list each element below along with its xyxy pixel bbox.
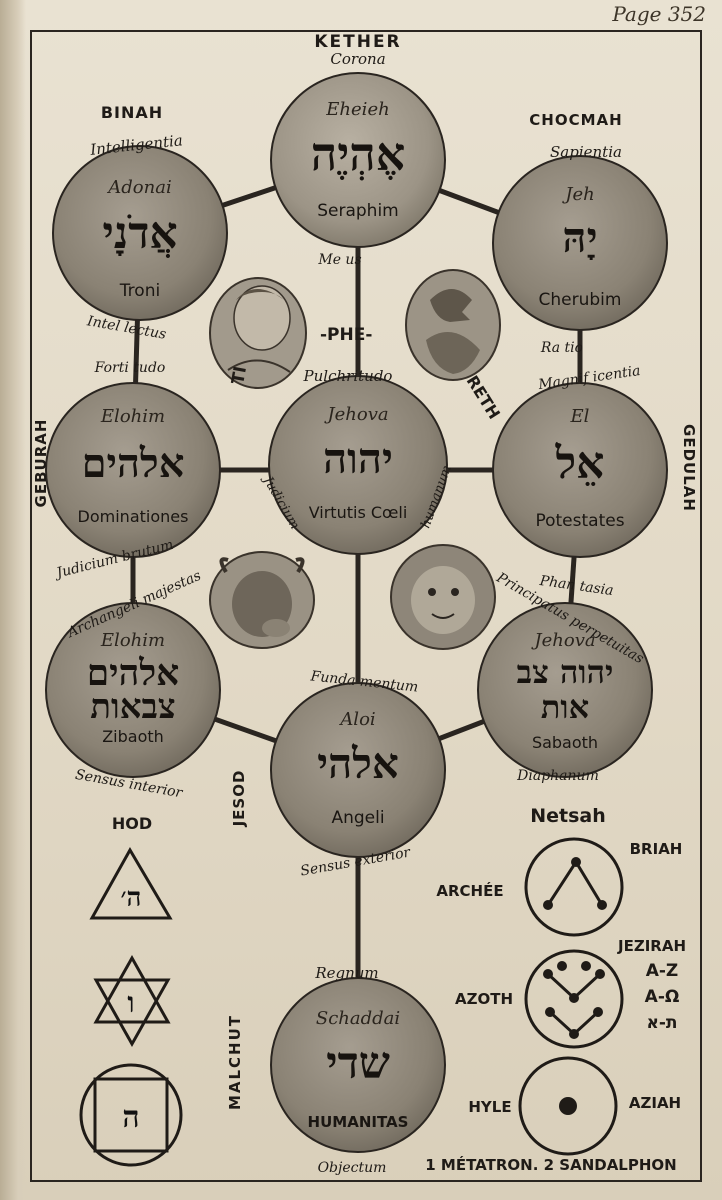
label-malchut-below: Objectum [318, 1160, 387, 1176]
label-ged-net-a: Phan tasia [538, 573, 615, 599]
tiphereth-title-3: RETH [463, 372, 504, 422]
geburah-divine-name: Elohim [100, 406, 165, 427]
sephira-hod: Elohim אלהים צבאות Zibaoth [45, 602, 221, 778]
sephira-jesod: Aloi אלהי Angeli [270, 682, 446, 858]
hyle-label: HYLE [468, 1098, 511, 1116]
tiphereth-divine-name: Jehova [323, 404, 388, 425]
geburah-title: GEBURAH [32, 419, 50, 508]
chocmah-hebrew: יָהּ [562, 213, 597, 262]
sephira-gedulah: El אֵל Potestates [492, 382, 668, 558]
alpha-z-label: A-Z [646, 961, 679, 981]
binah-title: BINAH [101, 103, 163, 122]
gedulah-divine-name: El [570, 406, 590, 427]
netsah-hebrew-line-2: אות [541, 688, 589, 726]
tiphereth-title-1: TI [228, 365, 251, 386]
tiphereth-latin: Pulchritudo [303, 367, 393, 385]
hexagram-symbol: ו [93, 954, 171, 1048]
geburah-hebrew: אלהים [82, 440, 185, 487]
malchut-divine-name: Schaddai [316, 1008, 400, 1029]
malchut-choir: HUMANITAS [308, 1113, 409, 1131]
gedulah-title: GEDULAH [680, 424, 698, 512]
tiphereth-hebrew: יהוה [323, 434, 393, 483]
jesod-hebrew: אלהי [317, 739, 399, 788]
binding-shadow [0, 0, 26, 1200]
alpha-omega-label: A-Ω [645, 987, 680, 1007]
label-binah-geburah-b: Forti tudo [94, 360, 166, 376]
hod-hebrew-line-2: צבאות [90, 687, 175, 727]
jezirah-symbol [524, 949, 624, 1049]
malchut-title: MALCHUT [226, 1014, 244, 1110]
netsah-title: Netsah [530, 805, 606, 827]
aziah-label: AZIAH [629, 1094, 681, 1112]
footer-legend: 1 MÉTATRON. 2 SANDALPHON [425, 1155, 676, 1174]
hod-divine-name: Elohim [100, 630, 165, 651]
triangle-letter: ה׳ [121, 883, 142, 913]
sephira-chocmah: Jeh יָהּ Cherubim [492, 155, 668, 331]
hod-choir: Zibaoth [102, 727, 164, 746]
geburah-choir: Dominationes [78, 507, 189, 526]
kether-choir: Seraphim [317, 201, 399, 221]
kether-title: KETHER [314, 32, 401, 52]
label-chocmah-gedulah-a: Ra tio [540, 340, 583, 356]
sephira-malchut: Schaddai שדי HUMANITAS [270, 977, 446, 1153]
eagle-medallion [405, 269, 501, 381]
tiphereth-title-2: -PHE- [320, 325, 372, 345]
chocmah-latin: Sapientia [550, 143, 622, 161]
binah-hebrew: אֲדֹנָי [102, 208, 177, 259]
sephira-netsah: Jehova יהוה צב אות Sabaoth [477, 602, 653, 778]
briah-label: BRIAH [630, 840, 683, 858]
netsah-hebrew-line-1: יהוה צב [517, 653, 614, 691]
square-letter: ה [122, 1100, 139, 1135]
jezirah-label: JEZIRAH [617, 937, 686, 955]
plate-frame [30, 30, 702, 1182]
hod-hebrew-line-1: אלהים [87, 652, 180, 694]
netsah-choir: Sabaoth [532, 733, 598, 752]
binah-divine-name: Adonai [106, 177, 171, 198]
gedulah-hebrew: אֵל [555, 438, 605, 489]
kether-divine-name: Eheieh [325, 99, 389, 120]
chocmah-divine-name: Jeh [561, 184, 594, 205]
netsah-divine-name: Jehova [530, 630, 595, 651]
sephira-tiphereth: Jehova יהוה Virtutis Cœli [268, 375, 448, 555]
angel-medallion [209, 277, 307, 389]
malchut-latin: Regnum [314, 964, 378, 982]
kether-hebrew: אֶהְיֶה [311, 127, 406, 181]
sephira-geburah: Elohim אלהים Dominationes [45, 382, 221, 558]
lion-medallion [390, 544, 496, 650]
azoth-label: AZOTH [455, 990, 513, 1008]
tiphereth-choir: Virtutis Cœli [309, 503, 408, 522]
page-number: Page 352 [612, 2, 706, 26]
bull-medallion [209, 551, 315, 649]
binah-choir: Troni [119, 281, 160, 301]
chocmah-title: CHOCMAH [529, 111, 622, 129]
archee-label: ARCHÉE [436, 881, 503, 900]
malchut-hebrew: שדי [326, 1038, 390, 1089]
label-net-below: Diaphanum [516, 768, 599, 784]
jesod-choir: Angeli [331, 808, 384, 828]
aleph-tav-label: ת-א [646, 1013, 677, 1033]
briah-symbol [524, 837, 624, 937]
jesod-title: JESOD [230, 770, 248, 828]
kether-latin: Corona [330, 50, 385, 68]
chocmah-choir: Cherubim [539, 290, 622, 310]
gedulah-choir: Potestates [535, 511, 624, 531]
sephira-binah: Adonai אֲדֹנָי Troni [52, 145, 228, 321]
hexagram-letter: ו [127, 986, 134, 1019]
sephira-kether: Eheieh אֶהְיֶה Seraphim [270, 72, 446, 248]
label-kether-tiphereth: Me us [317, 252, 361, 268]
jesod-divine-name: Aloi [338, 709, 375, 730]
hod-title: HOD [112, 814, 152, 833]
square-symbol: ה [79, 1063, 183, 1167]
triangle-symbol: ה׳ [89, 846, 173, 920]
aziah-symbol [518, 1056, 618, 1156]
